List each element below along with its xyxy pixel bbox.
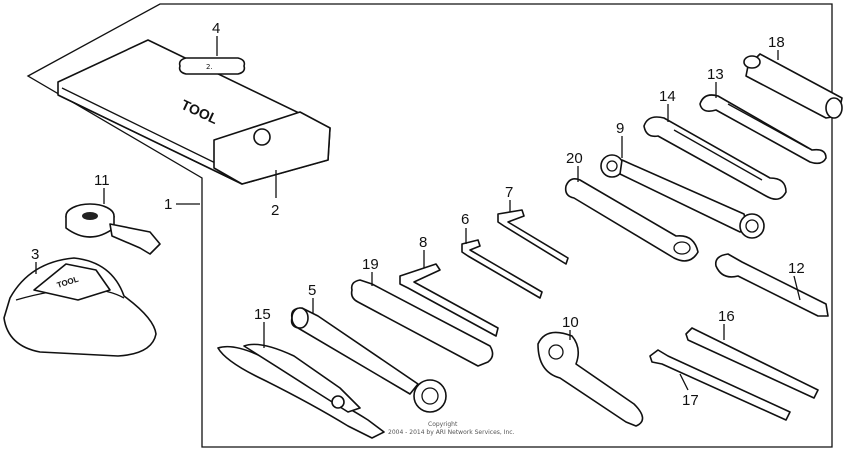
callout-13: 13: [707, 66, 724, 83]
callout-19: 19: [362, 256, 379, 273]
callout-10: 10: [562, 314, 579, 331]
callout-1: 1: [164, 196, 172, 213]
pliers-15: [217, 343, 385, 439]
wrench-20: [564, 178, 699, 262]
callout-11: 11: [94, 172, 110, 189]
wrench-12: [714, 253, 829, 317]
tool-bag: TOOL: [57, 39, 331, 185]
copyright-line-1: Copyright: [428, 421, 458, 428]
wrench-13: [699, 94, 827, 165]
ring-wrench-9: [600, 154, 765, 239]
callout-3: 3: [31, 246, 39, 263]
screwdriver-grip-19: [350, 279, 494, 367]
tape-roll: [65, 203, 161, 255]
handle-bar: [743, 53, 843, 119]
screwdriver-16: [685, 327, 819, 399]
socket-wrench-5: [290, 307, 447, 413]
callout-5: 5: [308, 282, 316, 299]
callout-14: 14: [659, 88, 676, 105]
callout-8: 8: [419, 234, 427, 251]
hex-key-8: [399, 263, 499, 337]
screwdriver-17: [649, 349, 791, 421]
pin-spanner-10: [537, 331, 644, 427]
hex-key-6: [461, 239, 543, 299]
callout-20: 20: [566, 150, 583, 167]
svg-text:2.: 2.: [206, 63, 213, 71]
label-plate: 2.: [178, 57, 246, 75]
leader-lines: [35, 36, 801, 391]
diagram-frame: [26, 3, 833, 448]
callout-7: 7: [505, 184, 513, 201]
callout-4: 4: [212, 20, 220, 37]
copyright-line-2: 2004 - 2014 by ARI Network Services, Inc…: [388, 429, 515, 436]
callout-15: 15: [254, 306, 271, 323]
wrench-14: [643, 116, 787, 200]
callout-18: 18: [768, 34, 785, 51]
callout-12: 12: [788, 260, 805, 277]
tool-pouch: TOOL: [3, 257, 157, 357]
callout-2: 2: [271, 202, 279, 219]
callout-9: 9: [616, 120, 624, 137]
hex-key-7: [497, 209, 569, 265]
callout-labels: 1 2 3 4 5 6 7 8 9 10 11 12 13 14 15 16 1…: [31, 20, 805, 409]
callout-16: 16: [718, 308, 735, 325]
callout-17: 17: [682, 392, 699, 409]
callout-6: 6: [461, 211, 469, 228]
